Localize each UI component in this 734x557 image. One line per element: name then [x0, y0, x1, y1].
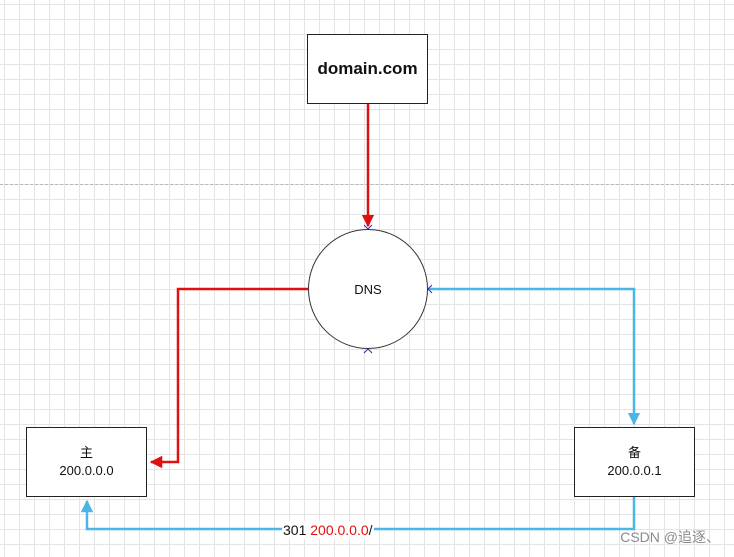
redirect-code: 301: [283, 522, 307, 538]
edge-dns-to-backup[interactable]: [428, 287, 641, 426]
redirect-ip: 200.0.0.0: [310, 522, 369, 538]
redirect-edge-label[interactable]: 301 200.0.0.0/: [282, 521, 374, 539]
backup-server-node[interactable]: 备 200.0.0.1: [574, 427, 695, 497]
watermark: CSDN @追逐、: [620, 529, 720, 545]
domain-node[interactable]: domain.com: [307, 34, 428, 104]
primary-server-node[interactable]: 主 200.0.0.0: [26, 427, 147, 497]
dns-label: DNS: [354, 281, 382, 297]
primary-ip: 200.0.0.0: [59, 463, 114, 478]
primary-name: 主: [79, 445, 93, 460]
redirect-suffix: /: [368, 522, 373, 538]
edge-dns-to-primary[interactable]: [149, 287, 308, 469]
backup-ip: 200.0.0.1: [607, 463, 662, 478]
backup-name: 备: [627, 445, 641, 460]
domain-label: domain.com: [317, 59, 418, 78]
dns-node[interactable]: DNS: [308, 229, 428, 349]
